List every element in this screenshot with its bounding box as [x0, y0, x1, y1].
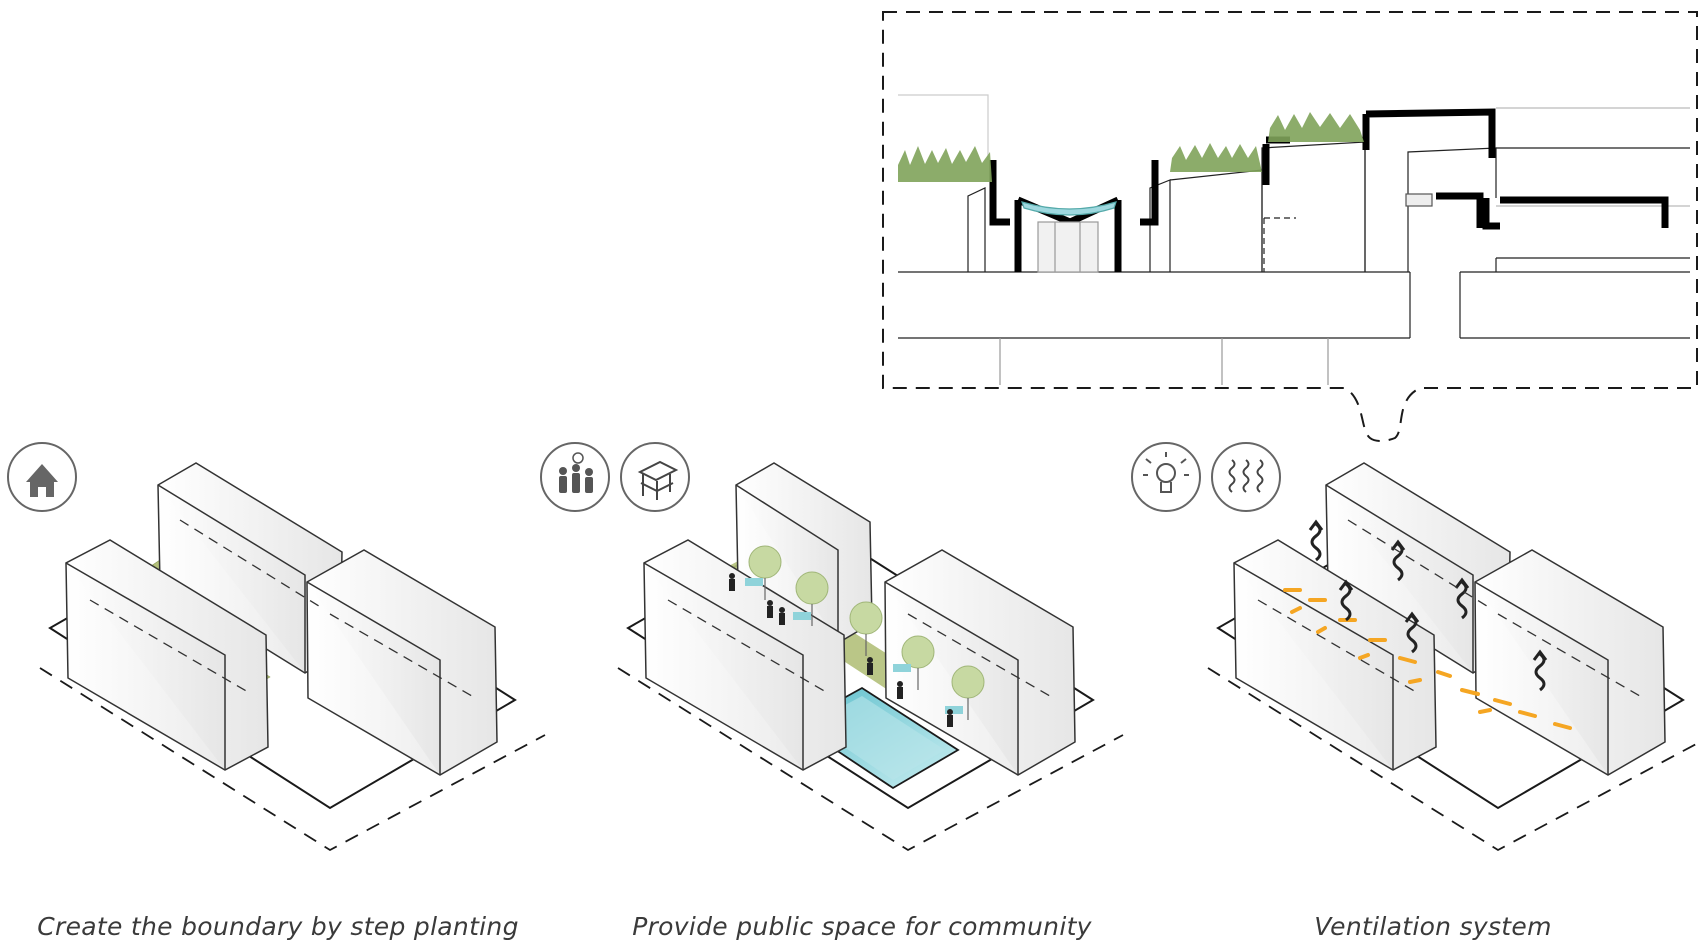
house-icon — [26, 464, 58, 497]
people-and-water-2 — [729, 573, 963, 727]
section-detail-callout — [882, 11, 1698, 442]
caption-public-space: Provide public space for community — [632, 912, 1092, 941]
house-icon-circle — [7, 442, 77, 512]
building-blocks-2 — [643, 462, 1076, 776]
air-flow-icon — [1228, 459, 1264, 493]
panel-public-space — [540, 442, 1124, 852]
lightbulb-icon-circle — [1131, 442, 1201, 512]
roof-grass — [898, 112, 1364, 182]
ventilation-airflow-marks — [1283, 588, 1572, 730]
building-blocks-1 — [65, 462, 498, 776]
caption-step-planting: Create the boundary by step planting — [37, 912, 519, 941]
ridge-dashes-1 — [89, 519, 473, 697]
people-talking-icon — [559, 452, 593, 493]
caption-ventilation: Ventilation system — [1314, 912, 1552, 941]
lightbulb-icon — [1143, 452, 1189, 493]
panel-step-planting — [7, 442, 546, 852]
air-flow-icon-circle — [1211, 442, 1281, 512]
people-icon-circle — [540, 442, 610, 512]
callout-dashed-frame — [882, 11, 1698, 442]
bench-icon-circle — [620, 442, 690, 512]
ventilation-arrows — [1308, 519, 1548, 692]
bench-icon — [637, 460, 679, 500]
section-drawing — [898, 94, 1690, 385]
ridge-dashes-3 — [1257, 519, 1641, 697]
trees-2 — [748, 545, 985, 720]
ridge-dashes-2 — [667, 599, 1051, 697]
panel-ventilation — [1131, 442, 1700, 852]
